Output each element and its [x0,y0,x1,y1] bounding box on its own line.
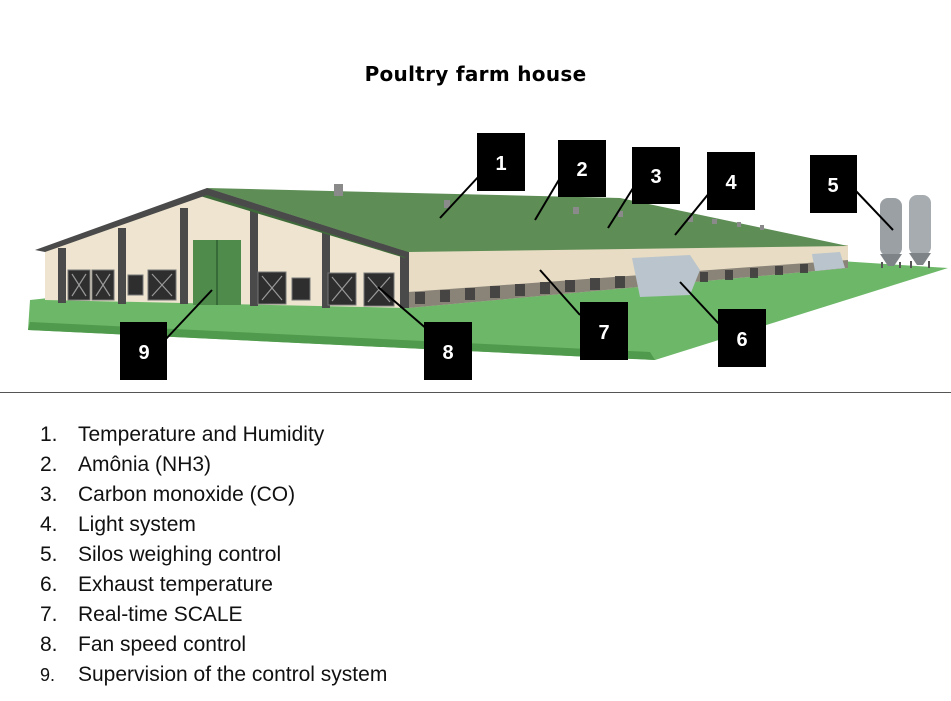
legend-number: 4. [40,513,58,536]
poultry-house-illustration: 1 2 3 4 5 6 7 8 9 [28,133,948,380]
legend-item: 2. Amônia (NH3) [40,450,387,480]
callout-6: 6 [718,309,766,367]
svg-text:2: 2 [576,159,587,181]
roof [207,188,848,252]
legend-text: Real-time SCALE [78,603,243,626]
legend-number: 6. [40,573,58,596]
svg-text:9: 9 [138,342,149,364]
callout-2: 2 [558,140,606,197]
svg-text:5: 5 [827,175,838,197]
legend-item: 6. Exhaust temperature [40,570,387,600]
svg-text:4: 4 [725,172,737,194]
callout-1: 1 [477,133,525,191]
svg-text:3: 3 [650,166,661,188]
legend-list: 1. Temperature and Humidity 2. Amônia (NH3… [40,420,387,690]
page-title: Poultry farm house [364,62,587,86]
callout-8: 8 [424,322,472,380]
legend-item: 5. Silos weighing control [40,540,387,570]
callout-9: 9 [120,322,167,380]
legend-number: 1. [40,423,58,446]
legend-number: 3. [40,483,58,506]
legend-text: Carbon monoxide (CO) [78,483,296,506]
silos [880,195,931,268]
callout-4: 4 [707,152,755,210]
legend-text: Exhaust temperature [78,573,273,596]
legend-number: 5. [40,543,58,566]
legend-text: Fan speed control [78,633,247,656]
exhaust-hood [632,255,700,297]
legend-item: 1. Temperature and Humidity [40,420,387,450]
callout-5: 5 [810,155,857,213]
callout-3: 3 [632,147,680,204]
legend-number: 2. [40,453,58,476]
legend-text: Supervision of the control system [78,663,388,686]
callout-7: 7 [580,302,628,360]
legend-item: 7. Real-time SCALE [40,600,387,630]
svg-text:8: 8 [442,342,453,364]
legend-item: 3. Carbon monoxide (CO) [40,480,387,510]
svg-text:6: 6 [736,329,747,351]
svg-text:7: 7 [598,322,609,344]
legend-number: 9. [40,665,56,685]
legend-text: Temperature and Humidity [78,423,325,446]
legend-number: 8. [40,633,58,656]
legend-text: Silos weighing control [78,543,282,566]
legend-item: 9. Supervision of the control system [40,660,387,690]
legend-item: 4. Light system [40,510,387,540]
svg-text:1: 1 [495,153,506,175]
section-divider [0,392,951,393]
legend-item: 8. Fan speed control [40,630,387,660]
legend-number: 7. [40,603,58,626]
legend-text: Amônia (NH3) [78,453,212,476]
legend-text: Light system [78,513,196,536]
